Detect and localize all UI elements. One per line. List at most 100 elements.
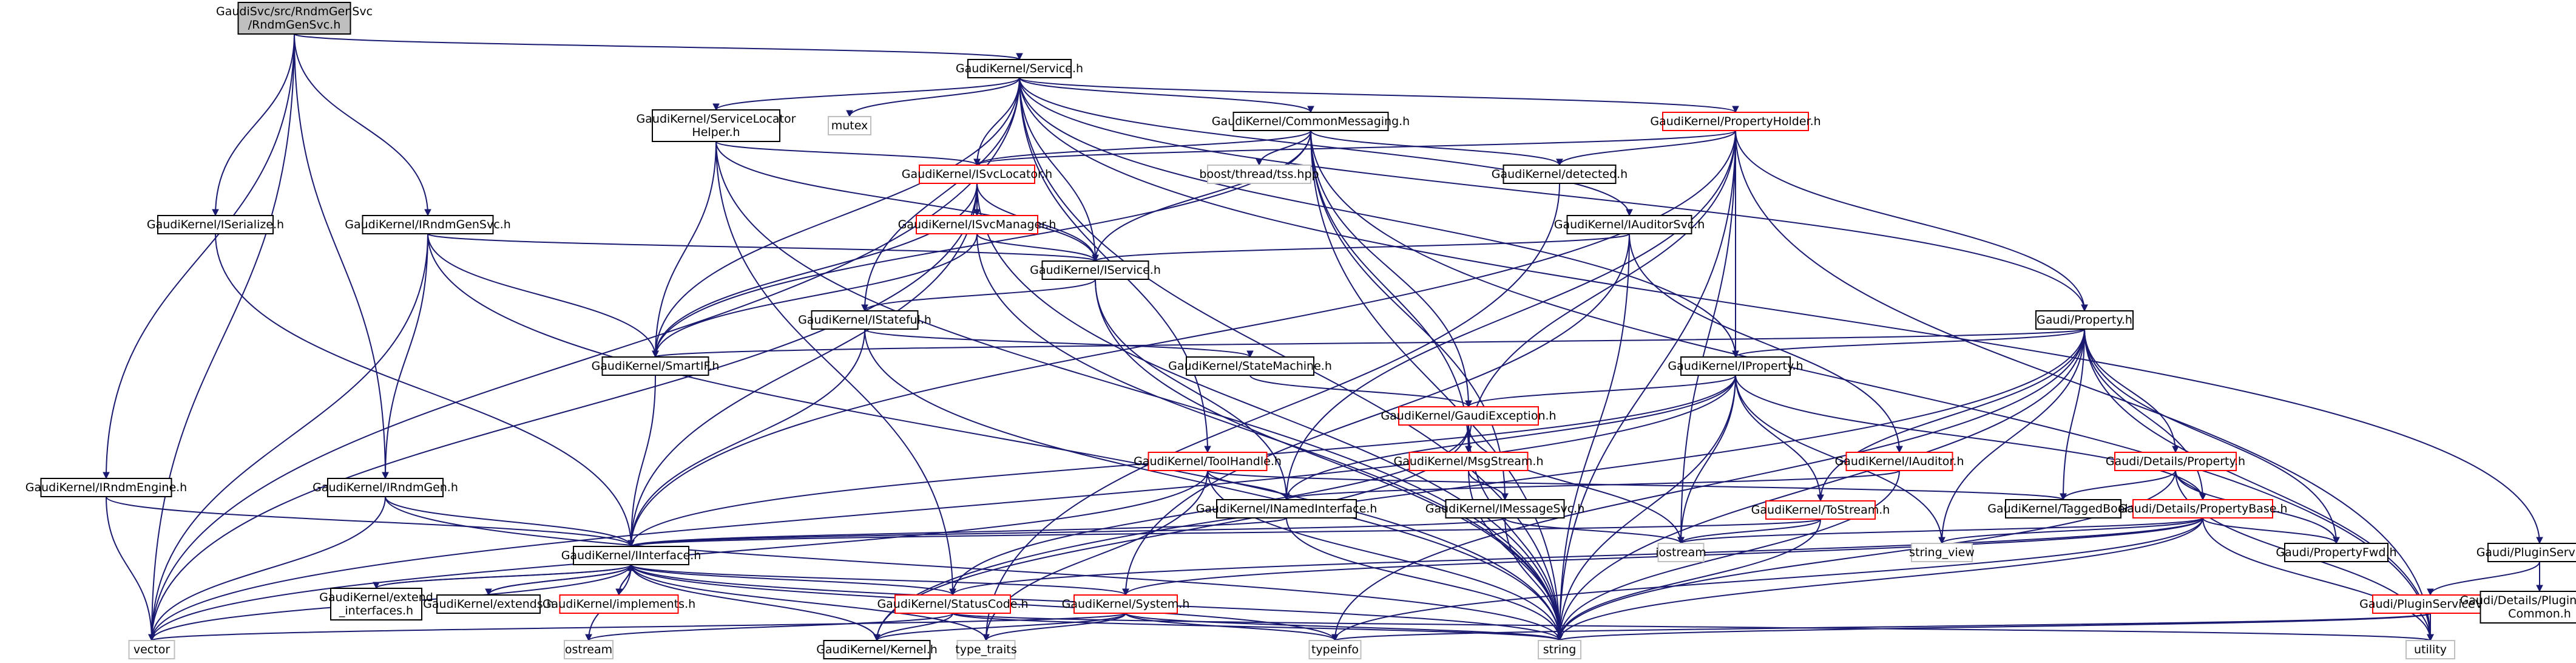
edge-propertyholder-to-gaudiproperty bbox=[1735, 130, 2085, 311]
edge-propertyholder-to-msgstream bbox=[1468, 130, 1736, 453]
node-box-smartif bbox=[601, 356, 709, 376]
node-pluginservicev1[interactable]: Gaudi/PluginServiceV1.h bbox=[2359, 594, 2501, 614]
node-gaudiproperty[interactable]: Gaudi/Property.h bbox=[2035, 310, 2134, 330]
arrowhead-pluginservice-to-pluginservicecommon bbox=[2536, 585, 2543, 593]
edge-service-to-pluginservice bbox=[1019, 77, 2540, 544]
node-box-iproperty bbox=[1680, 356, 1791, 376]
node-label-taggedbool-0: GaudiKernel/TaggedBool.h bbox=[1987, 502, 2138, 515]
edge-irndmgensvc-to-smartif bbox=[427, 233, 656, 358]
node-box-string bbox=[1538, 640, 1581, 659]
node-box-type_traits bbox=[956, 640, 1016, 659]
edge-commonmessaging-to-string bbox=[1310, 130, 1560, 641]
edge-statemachine-to-gaudiexception bbox=[1249, 375, 1469, 407]
edge-iproperty-to-iostream bbox=[1680, 375, 1736, 544]
node-box-msgstream bbox=[1408, 452, 1529, 471]
node-label-root-1: /RndmGenSvc.h bbox=[248, 18, 341, 32]
node-inamedinterface[interactable]: GaudiKernel/INamedInterface.h bbox=[1196, 499, 1378, 518]
node-iinterface[interactable]: GaudiKernel/IInterface.h bbox=[561, 546, 701, 565]
edge-statuscode-to-kernel bbox=[876, 613, 953, 641]
edge-system-to-kernel bbox=[876, 613, 1126, 641]
node-propertybase[interactable]: Gaudi/Details/PropertyBase.h bbox=[2118, 499, 2288, 518]
node-iauditorsvc[interactable]: GaudiKernel/IAuditorSvc.h bbox=[1554, 215, 1705, 234]
node-kernel[interactable]: GaudiKernel/Kernel.h bbox=[816, 640, 938, 659]
node-root[interactable]: GaudiSvc/src/RndmGenSvc/RndmGenSvc.h bbox=[216, 2, 373, 35]
node-box-gaudiproperty bbox=[2035, 310, 2134, 330]
edge-statuscode-to-utility bbox=[952, 613, 2431, 641]
node-msgstream[interactable]: GaudiKernel/MsgStream.h bbox=[1393, 452, 1544, 471]
edge-iservice-to-string bbox=[1095, 279, 1560, 641]
node-pluginservicecommon[interactable]: Gaudi/Details/PluginServiceCommon.h bbox=[2460, 591, 2576, 624]
node-extendinterfaces[interactable]: GaudiKernel/extend_interfaces.h bbox=[319, 588, 433, 620]
node-smartif[interactable]: GaudiKernel/SmartIF.h bbox=[592, 356, 720, 376]
node-box-detected bbox=[1503, 165, 1617, 184]
edge-service-to-gaudiproperty bbox=[1019, 77, 2085, 311]
arrowhead-service-to-mutex bbox=[846, 110, 853, 118]
node-isvcmanager[interactable]: GaudiKernel/ISvcManager.h bbox=[898, 215, 1056, 234]
node-statuscode[interactable]: GaudiKernel/StatusCode.h bbox=[877, 594, 1029, 614]
node-mutex: mutex bbox=[828, 116, 871, 135]
node-detected[interactable]: GaudiKernel/detected.h bbox=[1492, 165, 1628, 184]
edge-gaudiproperty-to-utility bbox=[2084, 328, 2431, 641]
node-extends[interactable]: GaudiKernel/extends.h bbox=[423, 594, 554, 614]
node-irndmgensvc[interactable]: GaudiKernel/IRndmGenSvc.h bbox=[345, 215, 511, 234]
node-irndmengine[interactable]: GaudiKernel/IRndmEngine.h bbox=[25, 478, 187, 497]
node-istateful[interactable]: GaudiKernel/IStateful.h bbox=[798, 310, 931, 330]
edge-iinterface-to-type_traits bbox=[630, 564, 987, 641]
node-propertyholder[interactable]: GaudiKernel/PropertyHolder.h bbox=[1650, 112, 1821, 131]
edge-commonmessaging-to-smartif bbox=[655, 130, 1311, 358]
node-tostream[interactable]: GaudiKernel/ToStream.h bbox=[1751, 500, 1890, 520]
node-vector: vector bbox=[128, 640, 175, 659]
node-gaudiexception[interactable]: GaudiKernel/GaudiException.h bbox=[1381, 406, 1557, 426]
arrowhead-detailsproperty-to-propertybase bbox=[2199, 493, 2206, 501]
node-propertyfwd[interactable]: Gaudi/PropertyFwd.h bbox=[2276, 543, 2397, 562]
edge-detected-to-type_traits bbox=[985, 183, 1560, 641]
node-pluginservice[interactable]: Gaudi/PluginService.h bbox=[2476, 543, 2576, 562]
node-toolhandle[interactable]: GaudiKernel/ToolHandle.h bbox=[1134, 452, 1282, 471]
edge-irndmengine-to-vector bbox=[106, 496, 152, 641]
node-commonmessaging[interactable]: GaudiKernel/CommonMessaging.h bbox=[1212, 112, 1410, 131]
node-iservice[interactable]: GaudiKernel/IService.h bbox=[1030, 260, 1161, 280]
arrowhead-statuscode-to-utility bbox=[2427, 634, 2434, 642]
arrowhead-irndmgensvc-to-iservice bbox=[1092, 254, 1099, 262]
node-iauditor[interactable]: GaudiKernel/IAuditor.h bbox=[1834, 452, 1964, 471]
arrowhead-system-to-string bbox=[1556, 634, 1563, 642]
node-system[interactable]: GaudiKernel/System.h bbox=[1062, 594, 1190, 614]
node-label-irndmgen-0: GaudiKernel/IRndmGen.h bbox=[313, 481, 458, 494]
node-label-typeinfo-0: typeinfo bbox=[1311, 643, 1359, 656]
node-box-iostream bbox=[1657, 543, 1705, 562]
node-box-propertyholder bbox=[1662, 112, 1809, 131]
arrowhead-iproperty-to-gaudiexception bbox=[1465, 400, 1472, 408]
node-iproperty[interactable]: GaudiKernel/IProperty.h bbox=[1668, 356, 1804, 376]
node-isvclocator[interactable]: GaudiKernel/ISvcLocator.h bbox=[902, 165, 1052, 184]
edge-detailsproperty-to-string bbox=[1559, 470, 2176, 641]
node-box-extends bbox=[436, 594, 541, 614]
node-statemachine[interactable]: GaudiKernel/StateMachine.h bbox=[1168, 356, 1332, 376]
edge-gaudiproperty-to-string_view bbox=[1941, 328, 2085, 544]
node-iserialize[interactable]: GaudiKernel/ISerialize.h bbox=[147, 215, 284, 234]
edge-root-to-irndmengine bbox=[106, 33, 295, 479]
node-taggedbool[interactable]: GaudiKernel/TaggedBool.h bbox=[1987, 499, 2139, 518]
arrowhead-msgstream-to-imessagesvc bbox=[1501, 493, 1509, 501]
arrowhead-service-to-pluginservice bbox=[2536, 537, 2543, 545]
node-detailsproperty[interactable]: Gaudi/Details/Property.h bbox=[2106, 452, 2245, 471]
arrowhead-propertybase-to-propertyfwd bbox=[2333, 537, 2340, 545]
node-service[interactable]: GaudiKernel/Service.h bbox=[956, 59, 1083, 78]
edge-service-to-istateful bbox=[864, 77, 1020, 311]
edge-smartif-to-iinterface bbox=[630, 375, 656, 547]
edge-commonmessaging-to-utility bbox=[1310, 130, 2431, 641]
edge-propertyholder-to-isvclocator bbox=[976, 130, 1736, 166]
arrowhead-propertybase-to-iostream bbox=[1677, 537, 1685, 545]
node-box-inamedinterface bbox=[1216, 499, 1357, 518]
edge-statuscode-to-string bbox=[952, 613, 1560, 641]
edge-gaudiproperty-to-smartif bbox=[655, 328, 2085, 358]
arrowhead-iinterface-to-system bbox=[1122, 588, 1129, 596]
arrowhead-gaudiproperty-to-smartif bbox=[652, 350, 659, 358]
node-label-iinterface-0: GaudiKernel/IInterface.h bbox=[561, 549, 701, 562]
node-imessagesvc[interactable]: GaudiKernel/IMessageSvc.h bbox=[1425, 499, 1585, 518]
node-irndmgen[interactable]: GaudiKernel/IRndmGen.h bbox=[313, 478, 458, 497]
node-utility: utility bbox=[2405, 640, 2455, 659]
edge-statuscode-to-ostream bbox=[588, 613, 953, 641]
node-box-system bbox=[1073, 594, 1178, 614]
node-implements[interactable]: GaudiKernel/implements.h bbox=[543, 594, 695, 614]
